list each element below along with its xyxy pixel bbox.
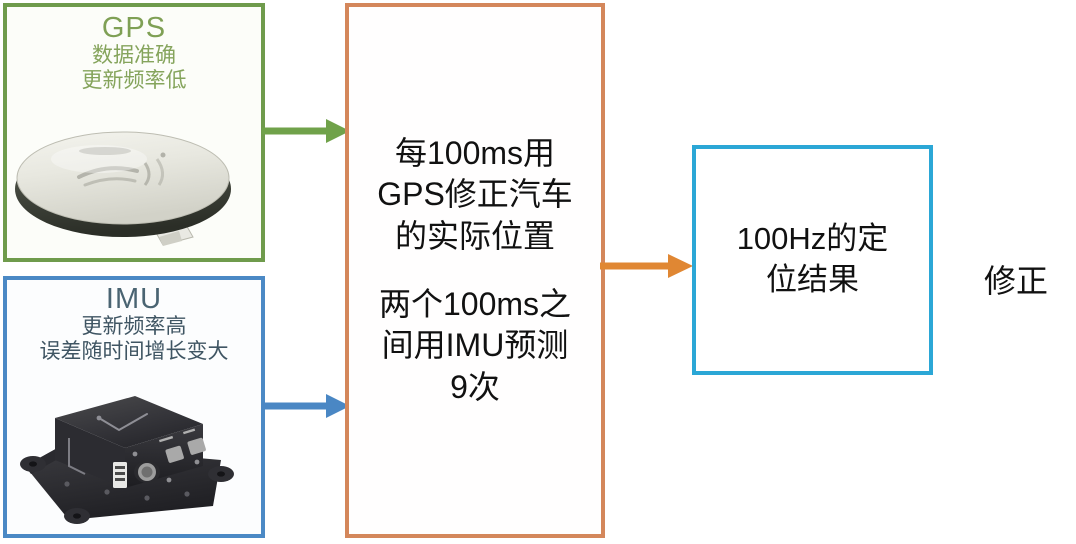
imu-device-photo bbox=[7, 388, 261, 538]
result-line-1: 100Hz的定 bbox=[736, 221, 889, 257]
fusion-line-2: GPS修正汽车 bbox=[377, 176, 573, 213]
gps-feature-line-2: 更新频率低 bbox=[81, 69, 187, 93]
fusion-line-1: 每100ms用 bbox=[394, 134, 556, 171]
imu-feature-line-1: 更新频率高 bbox=[81, 315, 187, 339]
arrow-gps-to-center bbox=[262, 116, 352, 151]
arrow-center-to-result bbox=[600, 251, 695, 286]
gps-panel: GPS 数据准确 更新频率低 bbox=[3, 3, 265, 262]
fusion-line-4: 两个100ms之 bbox=[378, 285, 572, 322]
fusion-line-3: 的实际位置 bbox=[394, 217, 555, 254]
fusion-process-panel: 每100ms用 GPS修正汽车 的实际位置 两个100ms之 间用IMU预测 9… bbox=[345, 3, 605, 538]
fusion-line-6: 9次 bbox=[450, 368, 500, 405]
gps-title: GPS bbox=[101, 12, 167, 44]
imu-feature-line-2: 误差随时间增长变大 bbox=[39, 340, 229, 364]
result-line-2: 位结果 bbox=[765, 262, 859, 297]
fusion-process-text: 每100ms用 GPS修正汽车 的实际位置 两个100ms之 间用IMU预测 9… bbox=[373, 133, 577, 409]
imu-title: IMU bbox=[105, 283, 163, 315]
paragraph-gap bbox=[377, 258, 573, 284]
arrow-imu-to-center bbox=[262, 391, 352, 426]
gps-antenna-photo bbox=[7, 111, 261, 261]
fusion-line-5: 间用IMU预测 bbox=[381, 327, 569, 364]
correction-label: 修正 bbox=[983, 263, 1048, 299]
result-panel: 100Hz的定 位结果 bbox=[692, 145, 933, 375]
imu-panel: IMU 更新频率高 误差随时间增长变大 bbox=[3, 276, 265, 538]
gps-feature-line-1: 数据准确 bbox=[92, 44, 176, 68]
result-text: 100Hz的定 位结果 bbox=[737, 219, 889, 301]
